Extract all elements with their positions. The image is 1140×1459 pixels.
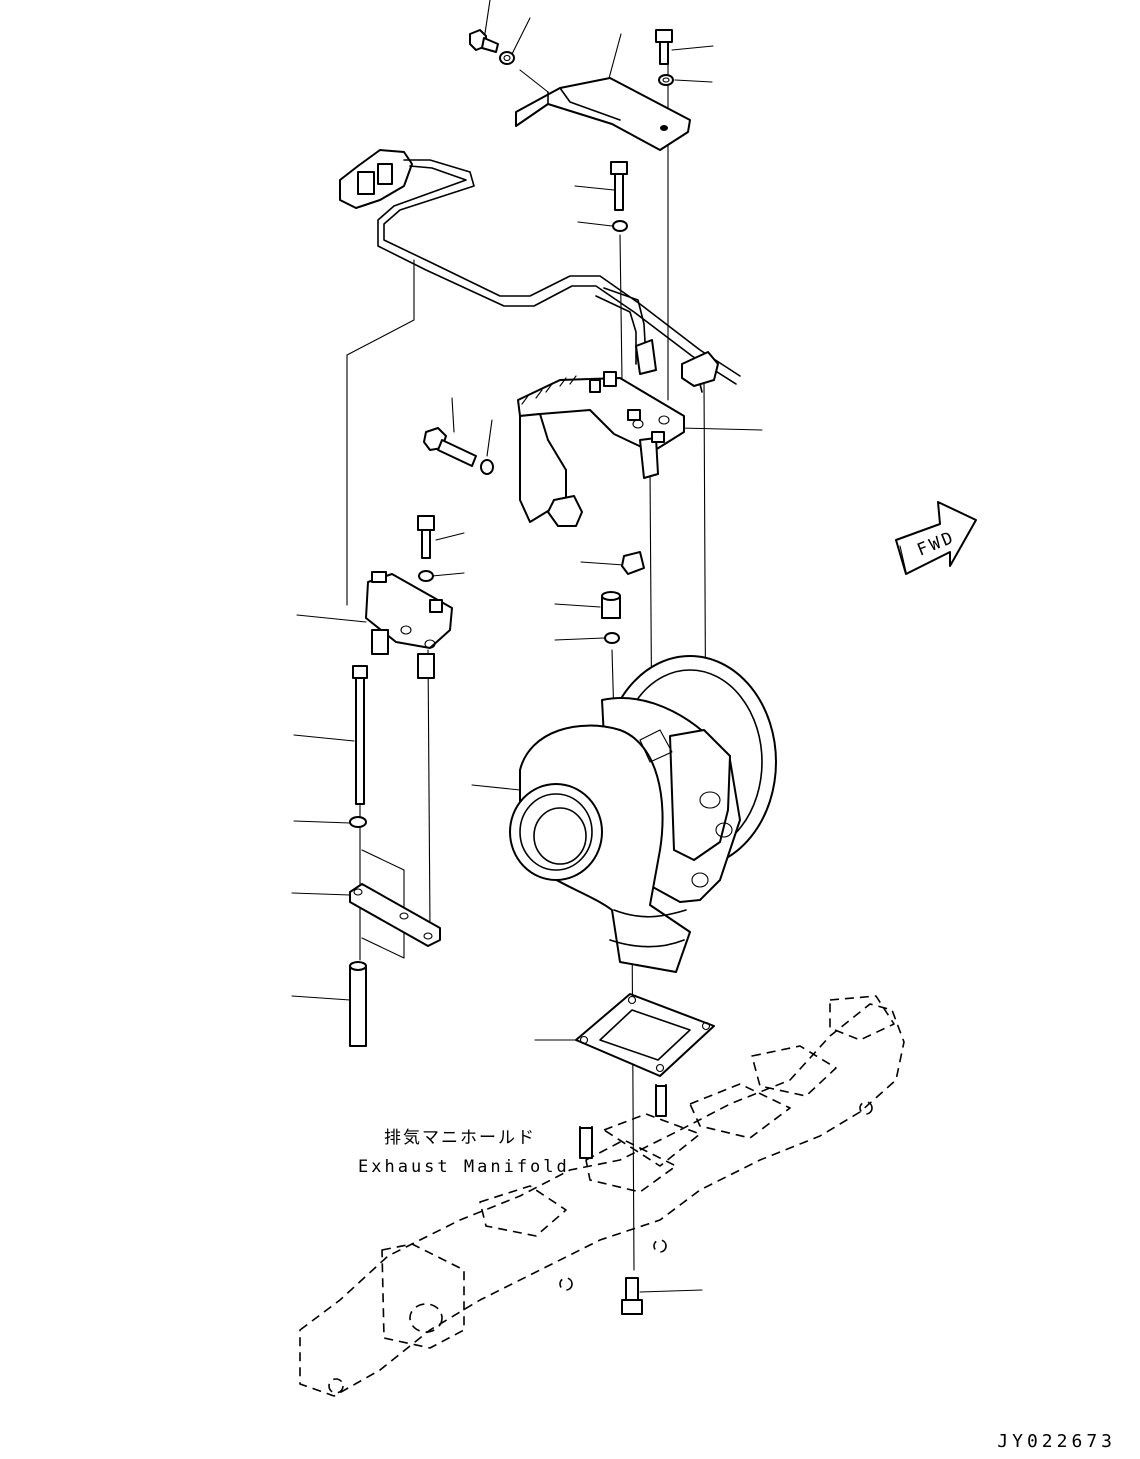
sensor-harness xyxy=(339,149,741,385)
long-stud xyxy=(349,665,368,828)
middle-bracket xyxy=(517,371,685,527)
nut-fitting-oring xyxy=(601,551,645,644)
bolt-top-left xyxy=(469,29,515,65)
turbocharger xyxy=(509,655,777,973)
top-bracket xyxy=(515,69,691,151)
spacer-tube xyxy=(349,961,367,1047)
spacer-plate xyxy=(349,883,441,947)
manifold-label-english: Exhaust Manifold xyxy=(358,1157,570,1177)
manifold-label-japanese: 排気マニホールド xyxy=(384,1128,536,1148)
forward-direction-arrow xyxy=(895,501,977,575)
bolt-mid-1 xyxy=(610,161,628,232)
lower-bracket xyxy=(365,571,453,679)
bolt-lower-1 xyxy=(417,515,435,582)
tube-fitting-right xyxy=(635,339,719,393)
manifold-studs xyxy=(579,1085,667,1159)
assembly-axis-lines xyxy=(346,59,707,1271)
drawing-number: JY022673 xyxy=(997,1431,1116,1452)
exhaust-manifold xyxy=(299,995,905,1397)
gasket xyxy=(575,993,715,1077)
leader-lines xyxy=(291,0,763,1293)
bolt-bottom xyxy=(621,1277,643,1315)
bolt-top-right xyxy=(655,29,674,86)
bolt-mid-2 xyxy=(423,427,494,475)
